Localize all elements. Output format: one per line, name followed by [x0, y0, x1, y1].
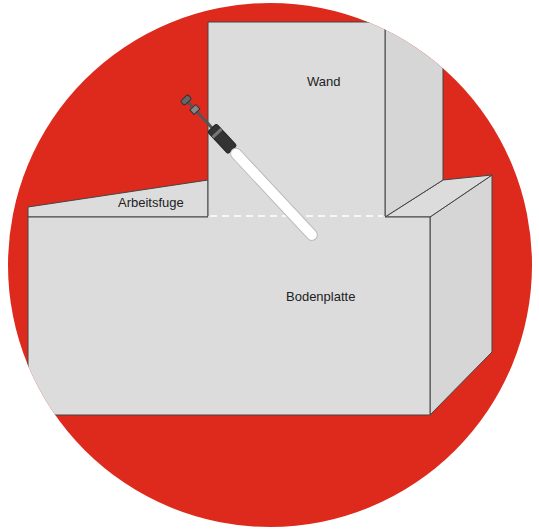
- wall-front: [208, 22, 385, 217]
- slab-front: [28, 217, 430, 415]
- injection-packer: [180, 94, 320, 243]
- slab-top-left: [28, 180, 208, 217]
- wall-label: Wand: [307, 75, 340, 90]
- slab-label: Bodenplatte: [286, 290, 355, 305]
- joint-label: Arbeitsfuge: [118, 196, 184, 211]
- red-disc: [8, 3, 532, 527]
- wall-side: [385, 22, 443, 217]
